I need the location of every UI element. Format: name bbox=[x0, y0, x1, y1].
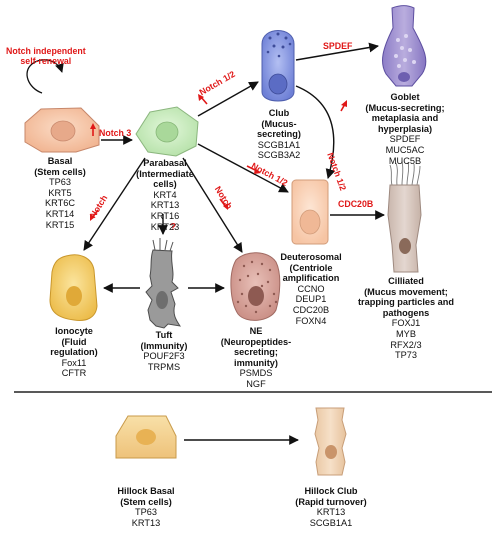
goblet-marker: SPDEF bbox=[389, 134, 421, 145]
spdef-label: SPDEF bbox=[323, 41, 353, 51]
ne-title-1: NE bbox=[249, 326, 263, 336]
ne-title-2: (Neuropeptides- bbox=[220, 336, 292, 347]
arrow-parabasal-to-club bbox=[197, 81, 259, 117]
tuft-title-1: Tuft bbox=[155, 330, 173, 340]
arrow-parabasal-to-deuterosomal bbox=[197, 143, 289, 193]
deuterosomal-title-1: Deuterosomal bbox=[280, 252, 342, 262]
hillock-club-cell bbox=[314, 407, 347, 476]
ne-cell bbox=[230, 252, 281, 321]
ciliated-title-1: Cilliated bbox=[388, 276, 424, 286]
ne-title-3: secreting; bbox=[234, 347, 278, 358]
ne-label: NE (Neuropeptides- secreting; immunity) … bbox=[218, 326, 294, 390]
deuterosomal-title-3: amplification bbox=[282, 273, 340, 284]
basal-marker: KRT6C bbox=[45, 198, 75, 209]
deuterosomal-marker: CCNO bbox=[297, 283, 325, 294]
deuterosomal-label: Deuterosomal (Centriole amplification CC… bbox=[276, 252, 346, 326]
tuft-marker: TRPMS bbox=[147, 361, 181, 372]
ionocyte-title-2: (Fluid bbox=[61, 336, 87, 347]
hillock-basal-cell bbox=[115, 415, 177, 459]
goblet-title-2: (Mucus-secreting; bbox=[365, 102, 445, 113]
ciliated-title-4: pathogens bbox=[382, 307, 430, 318]
basal-marker: KRT14 bbox=[45, 208, 75, 219]
ciliated-marker: MYB bbox=[396, 328, 416, 339]
ionocyte-title-3: regulation) bbox=[50, 347, 98, 358]
hillock-club-title-2: (Rapid turnover) bbox=[295, 496, 367, 507]
hillock-club-title-1: Hillock Club bbox=[304, 486, 358, 496]
tuft-label: Tuft (Immunity) POUF2F3 TRPMS bbox=[134, 330, 194, 372]
tuft-marker: POUF2F3 bbox=[143, 351, 185, 362]
arrow-club-to-goblet bbox=[295, 42, 379, 61]
ciliated-marker: RFX2/3 bbox=[390, 339, 422, 350]
hillock-basal-marker: TP63 bbox=[135, 507, 157, 518]
deuterosomal-marker: FOXN4 bbox=[295, 315, 327, 326]
arrow-parabasal-to-ne bbox=[182, 157, 243, 253]
hillock-club-label: Hillock Club (Rapid turnover) KRT13 SCGB… bbox=[288, 486, 374, 528]
ciliated-marker: FOXJ1 bbox=[391, 318, 421, 329]
ciliated-title-3: trapping particles and bbox=[358, 297, 454, 308]
goblet-marker: MUC5AC bbox=[385, 144, 425, 155]
deuterosomal-marker: DEUP1 bbox=[295, 294, 327, 305]
hillock-basal-marker: KRT13 bbox=[131, 517, 161, 528]
club-title-2: (Mucus- bbox=[261, 118, 297, 129]
ionocyte-marker: Fox11 bbox=[61, 357, 87, 368]
goblet-cell bbox=[382, 5, 427, 87]
parabasal-title-1: Parabasal bbox=[143, 158, 187, 168]
hillock-basal-title-2: (Stem cells) bbox=[120, 496, 172, 507]
ne-title-4: immunity) bbox=[234, 357, 278, 368]
tuft-title-2: (Immunity) bbox=[140, 340, 188, 351]
basal-marker: KRT5 bbox=[48, 187, 72, 198]
ciliated-title-2: (Mucus movement; bbox=[364, 286, 448, 297]
basal-title-2: (Stem cells) bbox=[34, 166, 86, 177]
notch-self-renewal-label: Notch independent self-renewal bbox=[6, 46, 86, 66]
ciliated-label: Cilliated (Mucus movement; trapping part… bbox=[348, 276, 464, 361]
basal-label: Basal (Stem cells) TP63 KRT5 KRT6C KRT14… bbox=[30, 156, 90, 230]
cdc20b-label: CDC20B bbox=[338, 199, 374, 209]
arrow-club-to-deuterosomal bbox=[295, 85, 336, 179]
hillock-basal-label: Hillock Basal (Stem cells) TP63 KRT13 bbox=[106, 486, 186, 528]
goblet-title-4: hyperplasia) bbox=[377, 123, 433, 134]
notch3-label: Notch 3 bbox=[99, 128, 132, 138]
parabasal-marker: KRT16 bbox=[150, 210, 180, 221]
club-marker: SCGB3A2 bbox=[257, 150, 301, 161]
club-title-3: secreting) bbox=[257, 129, 301, 140]
parabasal-title-2: (Intermediate bbox=[136, 168, 194, 179]
ionocyte-label: Ionocyte (Fluid regulation) Fox11 CFTR bbox=[44, 326, 104, 379]
goblet-title-1: Goblet bbox=[390, 92, 420, 102]
ionocyte-marker: CFTR bbox=[61, 368, 87, 379]
goblet-title-3: metaplasia and bbox=[371, 113, 439, 124]
basal-marker: KRT15 bbox=[45, 219, 75, 230]
parabasal-marker: KRT4 bbox=[153, 189, 177, 200]
club-title-1: Club bbox=[268, 108, 290, 118]
ciliated-cell bbox=[387, 160, 422, 273]
hillock-club-marker: SCGB1A1 bbox=[309, 517, 353, 528]
goblet-label: Goblet (Mucus-secreting; metaplasia and … bbox=[360, 92, 450, 166]
arrow-parabasal-to-ionocyte bbox=[83, 157, 146, 251]
parabasal-marker: KRT13 bbox=[150, 200, 180, 211]
basal-title-1: Basal bbox=[47, 156, 73, 166]
club-cell bbox=[261, 30, 295, 102]
parabasal-marker: KRT23 bbox=[150, 221, 180, 232]
deuterosomal-title-2: (Centriole bbox=[289, 262, 333, 273]
club-marker: SCGB1A1 bbox=[257, 139, 301, 150]
ionocyte-title-1: Ionocyte bbox=[55, 326, 93, 336]
ciliated-marker: TP73 bbox=[395, 350, 417, 361]
deuterosomal-marker: CDC20B bbox=[292, 304, 330, 315]
hillock-basal-title-1: Hillock Basal bbox=[117, 486, 175, 496]
parabasal-label: Parabasal (Intermediate cells) KRT4 KRT1… bbox=[128, 158, 202, 232]
deuterosomal-cell bbox=[291, 179, 329, 245]
basal-cell bbox=[24, 107, 100, 153]
tuft-cell bbox=[145, 238, 182, 329]
parabasal-title-3: cells) bbox=[153, 179, 177, 190]
tuft-question-mark: ? bbox=[170, 222, 177, 233]
club-label: Club (Mucus- secreting) SCGB1A1 SCGB3A2 bbox=[248, 108, 310, 161]
ne-marker: PSMDS bbox=[239, 368, 273, 379]
parabasal-cell bbox=[135, 106, 199, 157]
ne-marker: NGF bbox=[246, 378, 266, 389]
ionocyte-cell bbox=[49, 254, 98, 321]
hillock-club-marker: KRT13 bbox=[316, 507, 346, 518]
basal-marker: TP63 bbox=[49, 177, 71, 188]
goblet-marker: MUC5B bbox=[388, 155, 422, 166]
self-renewal-loop-arrow bbox=[26, 59, 64, 94]
